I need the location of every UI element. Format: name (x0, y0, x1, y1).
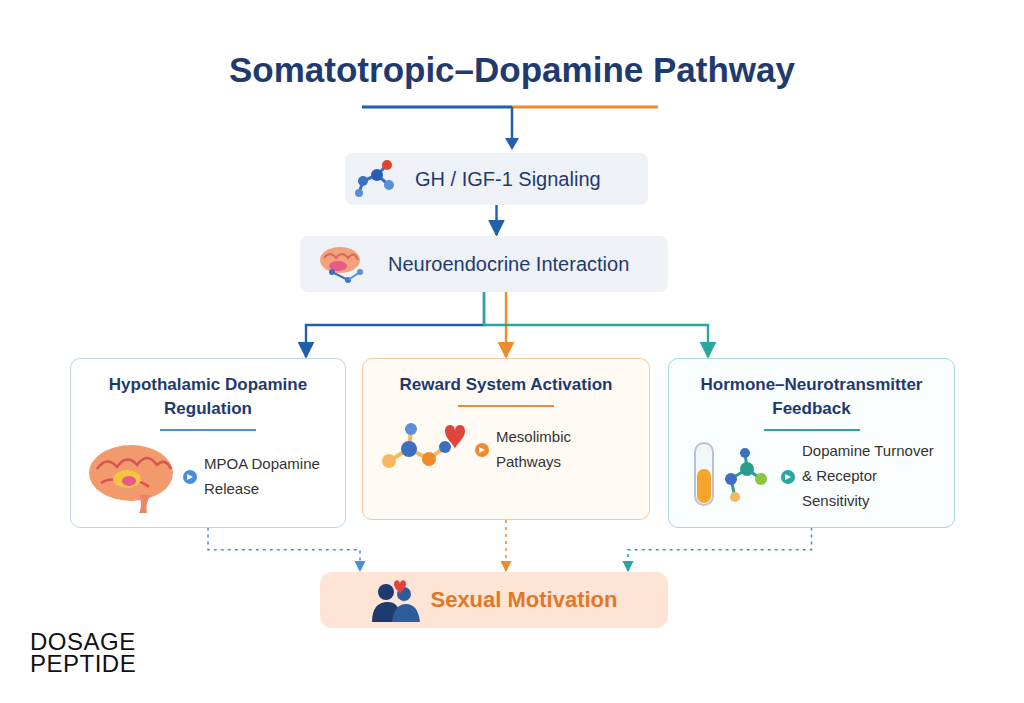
outcome-box: Sexual Motivation (320, 572, 668, 628)
diagram-title: Somatotropic–Dopamine Pathway (0, 50, 1024, 90)
flow-connector (495, 205, 497, 235)
node-label: Sexual Motivation (430, 587, 617, 613)
card-icon (375, 415, 471, 485)
node-icon (353, 159, 405, 199)
card-heading: Hormone–Neurotransmitter Feedback (681, 373, 942, 421)
node-label: Neuroendocrine Interaction (388, 253, 629, 276)
flow-connector (208, 528, 360, 571)
title-arrowhead (505, 138, 519, 150)
process-box: Neuroendocrine Interaction (300, 236, 668, 292)
watermark: PEPTIDE (30, 652, 136, 676)
bullet-arrow (781, 470, 795, 484)
node-icon (308, 242, 378, 286)
flow-connector (484, 292, 708, 357)
heading-rule (458, 405, 554, 407)
card-body: MPOA Dopamine Release (204, 452, 333, 502)
flow-connector (306, 292, 484, 357)
bullet-arrow (183, 470, 197, 484)
card-heading: Reward System Activation (375, 373, 637, 397)
watermark: DOSAGE (30, 630, 136, 654)
node-icon (370, 578, 422, 622)
card-icon (83, 439, 179, 515)
card-body: Mesolimbic Pathways (496, 425, 637, 475)
title-underline (362, 106, 512, 109)
card-heading: Hypothalamic Dopamine Regulation (83, 373, 333, 421)
process-box: GH / IGF-1 Signaling (345, 153, 648, 205)
process-card: Hormone–Neurotransmitter FeedbackDopamin… (668, 358, 955, 528)
title-arrow (511, 107, 514, 140)
card-icon (681, 439, 777, 515)
flow-connector (628, 528, 812, 571)
card-body: Dopamine Turnover & Receptor Sensitivity (802, 439, 942, 513)
title-underline (512, 106, 658, 109)
process-card: Hypothalamic Dopamine RegulationMPOA Dop… (70, 358, 346, 528)
node-label: GH / IGF-1 Signaling (415, 168, 601, 191)
bullet-arrow (475, 443, 489, 457)
heading-rule (160, 429, 256, 431)
heading-rule (764, 429, 860, 431)
process-card: Reward System ActivationMesolimbic Pathw… (362, 358, 650, 520)
flow-connector (505, 520, 507, 571)
